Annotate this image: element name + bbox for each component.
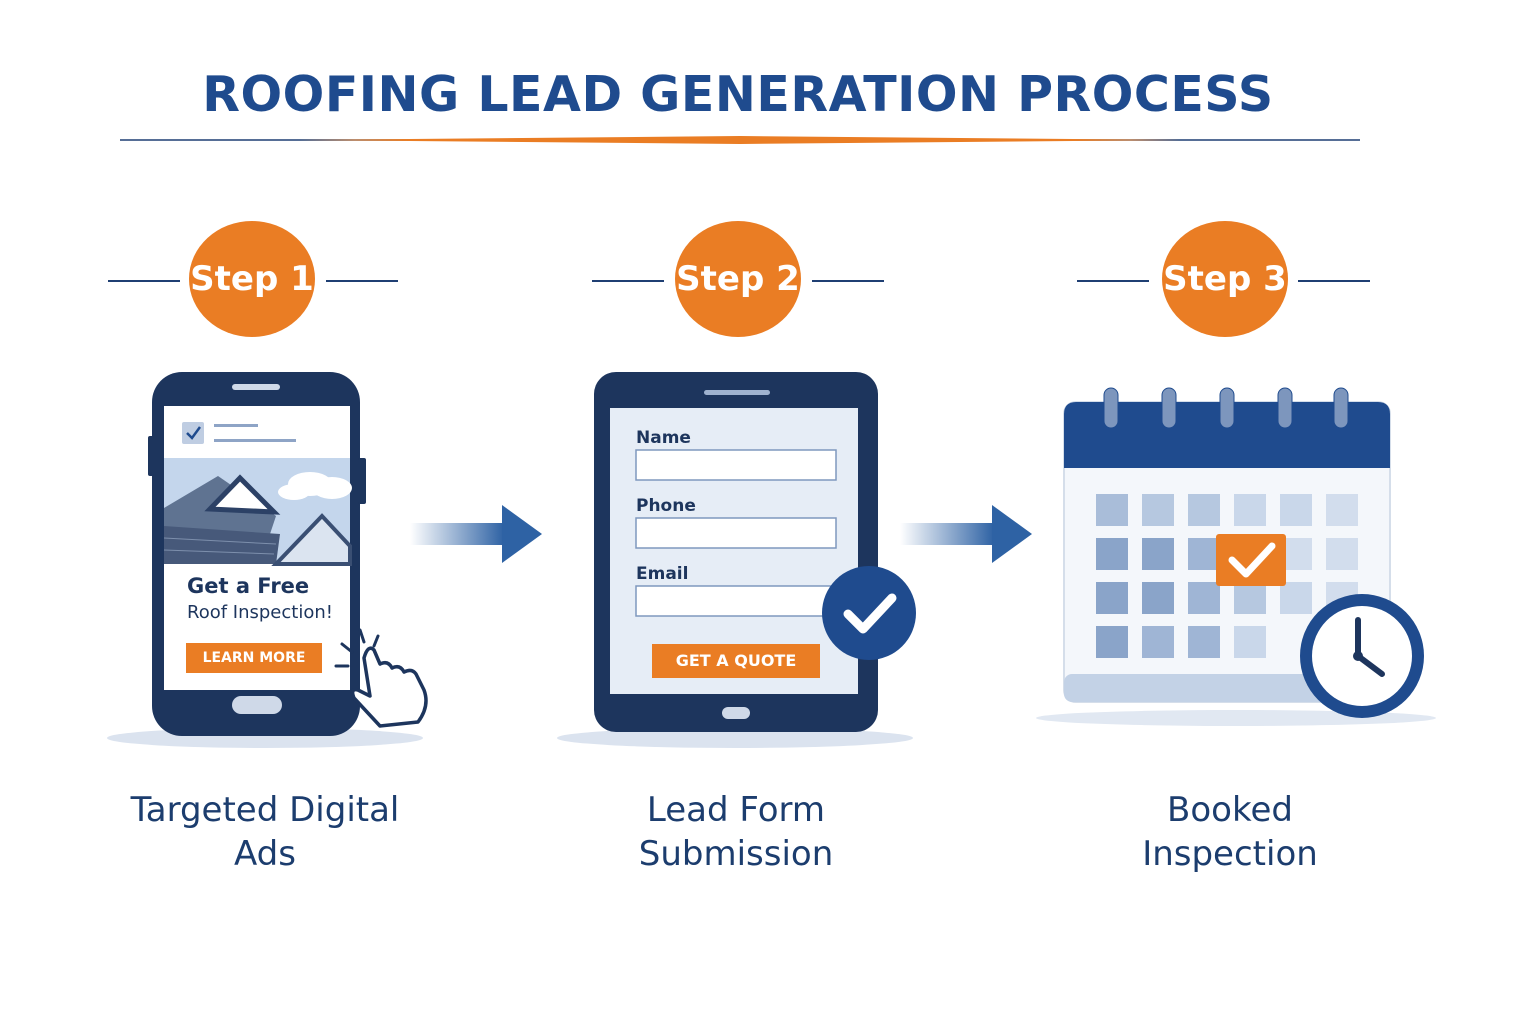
step-1-rule-left	[108, 280, 180, 282]
step-3-caption: Booked Inspection	[1078, 788, 1382, 876]
phone-field[interactable]	[636, 518, 836, 548]
step-2-caption: Lead Form Submission	[584, 788, 888, 876]
step-1-badge: Step 1	[189, 221, 315, 337]
name-label: Name	[636, 428, 691, 448]
page-title: ROOFING LEAD GENERATION PROCESS	[202, 66, 1274, 123]
ad-headline: Get a Free	[187, 574, 310, 598]
get-a-quote-button[interactable]: GET A QUOTE	[675, 651, 797, 670]
step-2-caption-line2: Submission	[638, 834, 834, 874]
phone-illustration	[107, 372, 423, 748]
name-field[interactable]	[636, 450, 836, 480]
ad-subline: Roof Inspection!	[187, 602, 333, 623]
check-icon	[182, 422, 204, 444]
step-2-rule-right	[812, 280, 884, 282]
step-1-caption-line2: Ads	[234, 834, 296, 874]
title-underline	[120, 136, 1360, 144]
tablet-illustration	[557, 372, 913, 748]
checkmark-circle-icon	[822, 566, 916, 660]
email-label: Email	[636, 564, 689, 584]
step-3-rule-left	[1077, 280, 1149, 282]
arrow-right-icon	[900, 505, 1032, 563]
step-2-badge: Step 2	[675, 221, 801, 337]
step-3-caption-line2: Inspection	[1142, 834, 1318, 874]
phone-label: Phone	[636, 496, 696, 516]
step-2-caption-line1: Lead Form	[646, 790, 826, 830]
calendar-icon	[1036, 387, 1436, 726]
learn-more-button[interactable]: LEARN MORE	[202, 650, 306, 666]
step-1-caption-line1: Targeted Digital	[130, 790, 400, 830]
pointer-hand-icon	[334, 628, 428, 728]
step-3-rule-right	[1298, 280, 1370, 282]
email-field[interactable]	[636, 586, 836, 616]
step-3-badge: Step 3	[1162, 221, 1288, 337]
arrow-right-icon	[410, 505, 542, 563]
step-3-caption-line1: Booked	[1167, 790, 1293, 830]
clock-icon	[1300, 594, 1424, 718]
step-2-rule-left	[592, 280, 664, 282]
step-1-caption: Targeted Digital Ads	[110, 788, 420, 876]
step-1-rule-right	[326, 280, 398, 282]
